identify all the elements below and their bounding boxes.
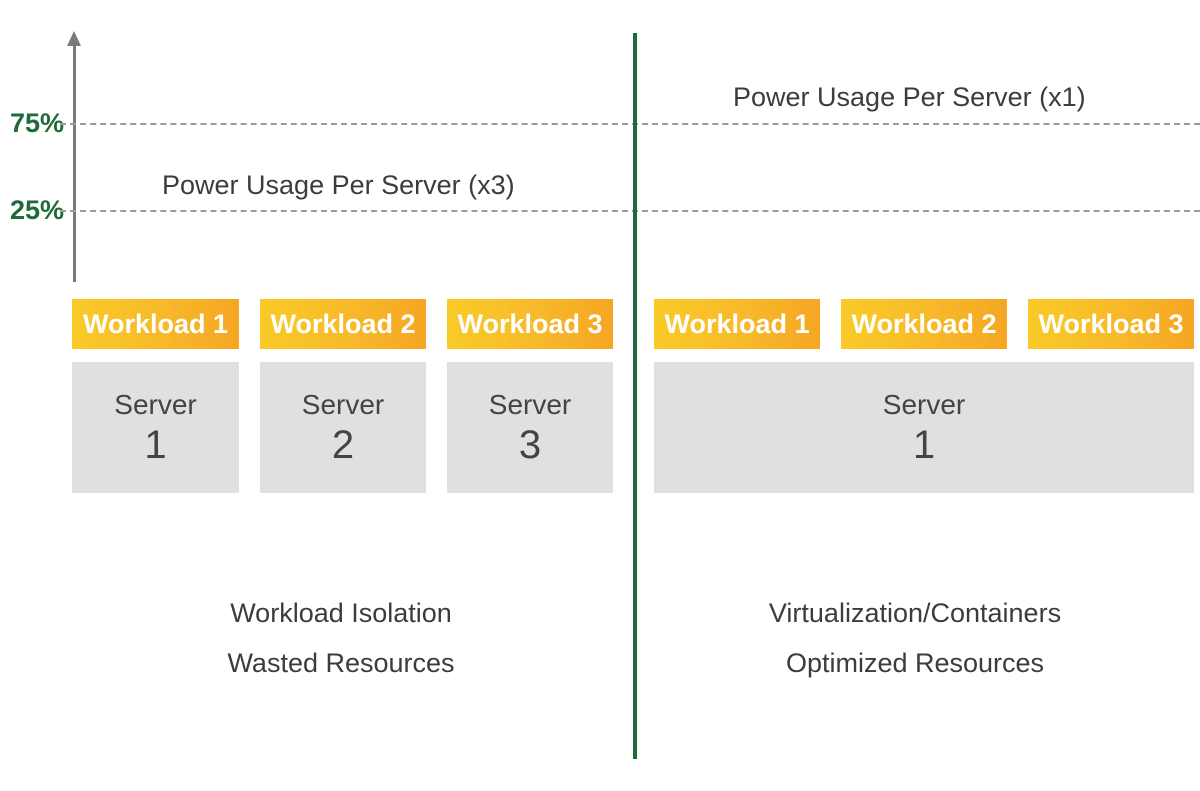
left-server-3: Server 3 bbox=[447, 362, 613, 493]
right-power-label: Power Usage Per Server (x1) bbox=[733, 82, 1086, 112]
left-workload-1: Workload 1 bbox=[72, 299, 239, 349]
server-label: Server bbox=[114, 388, 197, 420]
left-workload-2: Workload 2 bbox=[260, 299, 426, 349]
y-axis-arrow-icon bbox=[67, 31, 81, 46]
tick-label-75: 75% bbox=[9, 108, 64, 138]
left-power-label: Power Usage Per Server (x3) bbox=[162, 170, 515, 200]
right-workload-2: Workload 2 bbox=[841, 299, 1007, 349]
server-label: Server bbox=[301, 388, 385, 420]
server-number: 2 bbox=[331, 422, 355, 467]
right-caption-line2: Optimized Resources bbox=[785, 648, 1045, 678]
server-label: Server bbox=[488, 388, 572, 420]
y-axis bbox=[73, 44, 76, 282]
tick-label-25: 25% bbox=[9, 195, 64, 225]
right-caption: Virtualization/Containers Optimized Reso… bbox=[690, 588, 1140, 688]
left-workload-3: Workload 3 bbox=[447, 299, 613, 349]
reference-line-75 bbox=[60, 123, 1200, 125]
reference-line-25 bbox=[60, 210, 1200, 212]
server-number: 1 bbox=[912, 422, 936, 467]
left-caption-line2: Wasted Resources bbox=[227, 648, 455, 678]
right-workload-3: Workload 3 bbox=[1028, 299, 1194, 349]
section-divider bbox=[633, 33, 637, 759]
server-number: 3 bbox=[518, 422, 542, 467]
left-server-2: Server 2 bbox=[260, 362, 426, 493]
left-caption: Workload Isolation Wasted Resources bbox=[141, 588, 541, 688]
left-caption-line1: Workload Isolation bbox=[230, 598, 452, 628]
right-caption-line1: Virtualization/Containers bbox=[768, 598, 1062, 628]
server-label: Server bbox=[882, 388, 966, 420]
right-workload-1: Workload 1 bbox=[654, 299, 820, 349]
right-server-1: Server 1 bbox=[654, 362, 1194, 493]
left-server-1: Server 1 bbox=[72, 362, 239, 493]
server-number: 1 bbox=[144, 422, 167, 467]
